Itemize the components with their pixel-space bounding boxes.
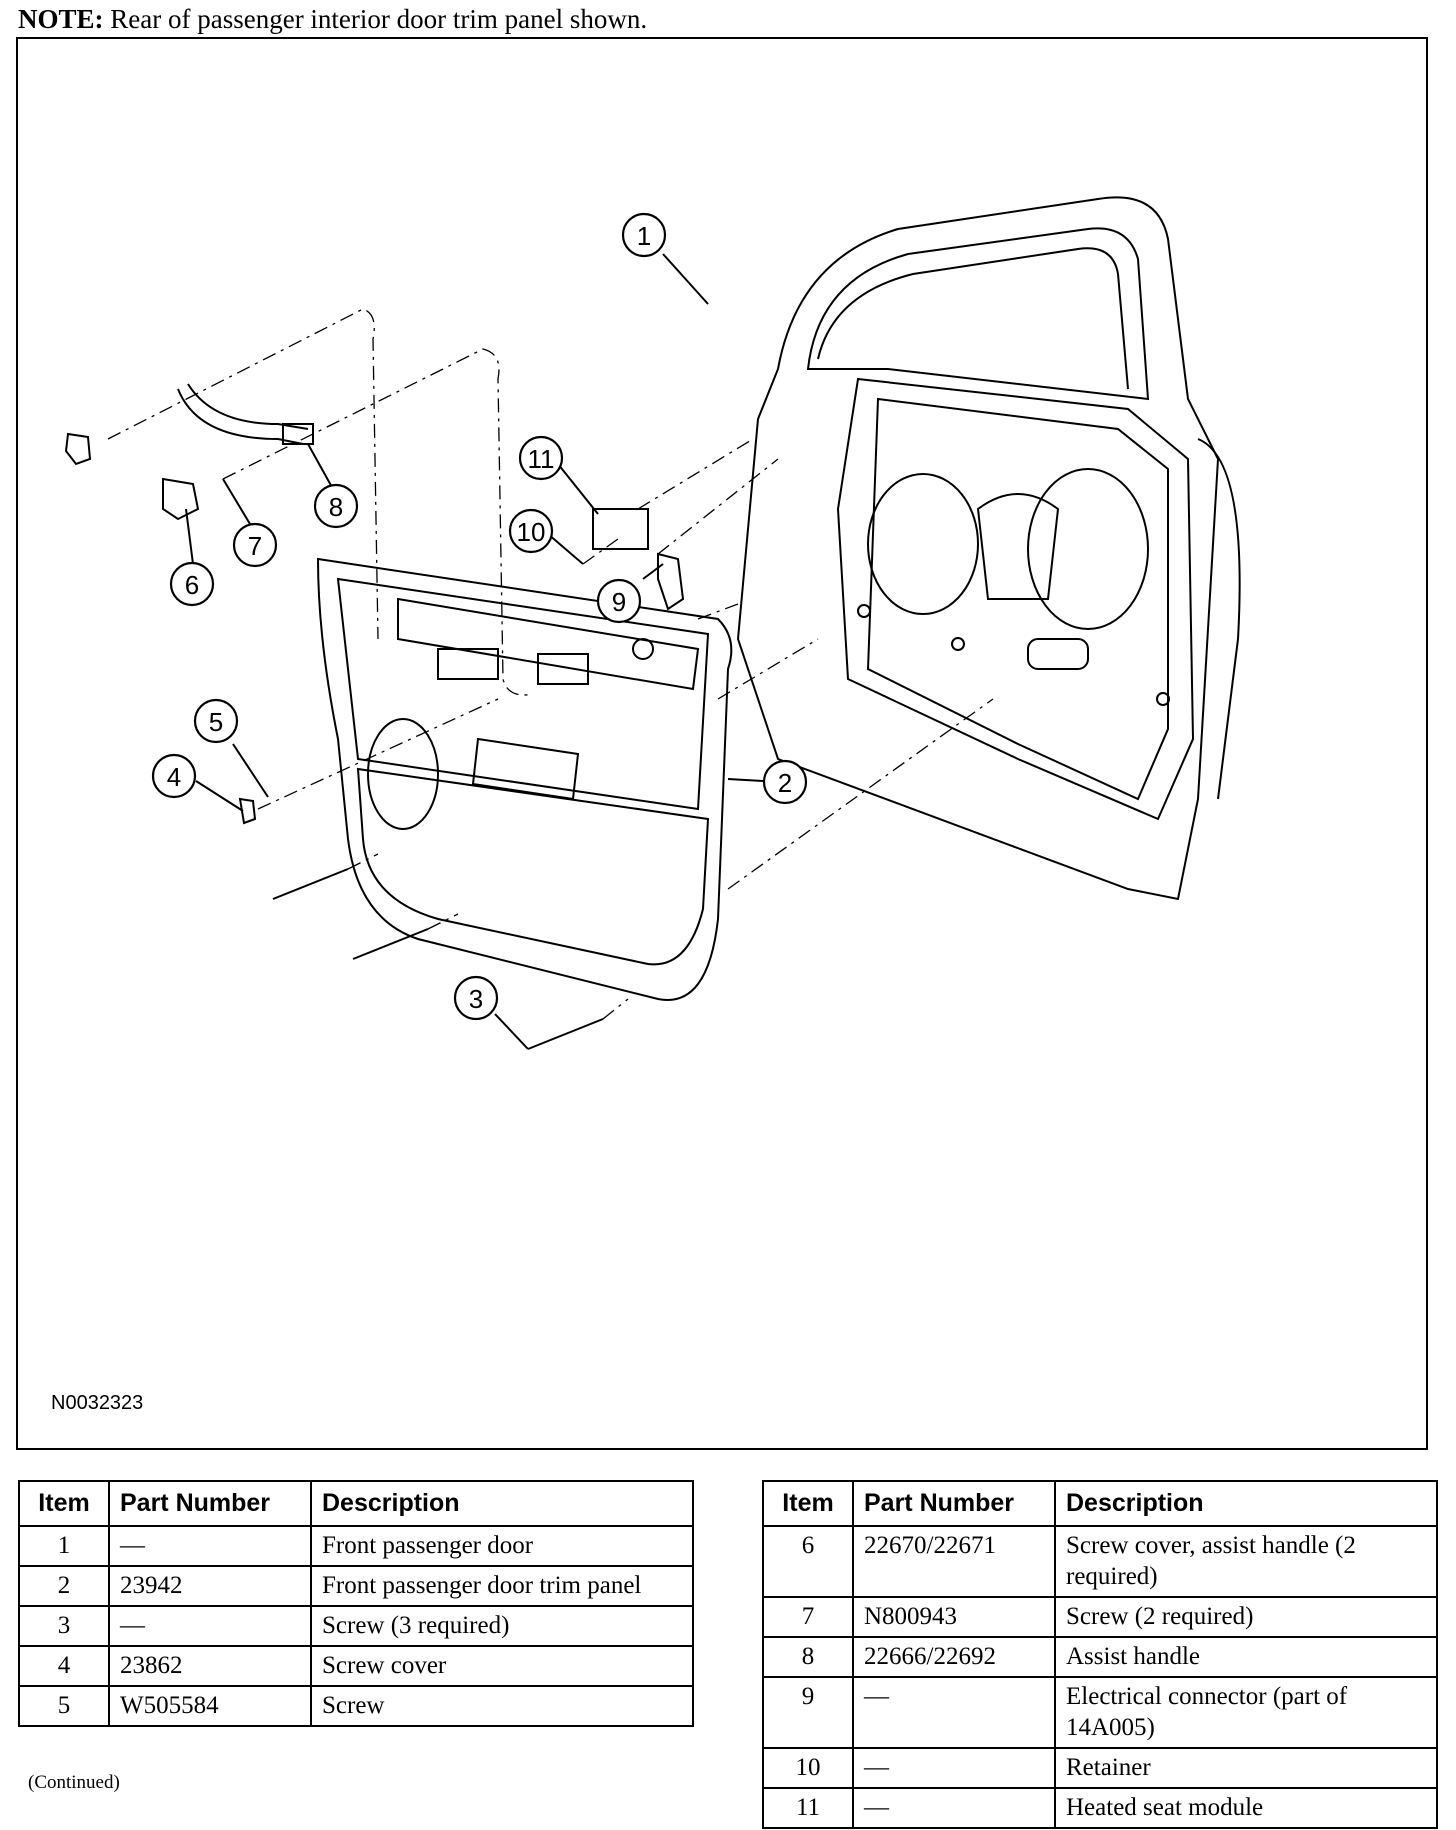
row-part-number: — [852,1747,1056,1789]
row-item: 10 [762,1747,854,1789]
row-part-number: — [108,1605,312,1647]
row-description: Screw cover, assist handle (2 required) [1054,1525,1438,1598]
svg-text:1: 1 [637,221,651,251]
assist-handle-drawing [177,383,314,445]
door-trim-panel-drawing [316,557,733,1001]
svg-text:10: 10 [517,517,546,547]
callout-7: 7 [232,522,278,568]
table-row: 10—Retainer [762,1747,1438,1789]
row-description: Front passenger door trim panel [310,1565,694,1607]
row-description: Assist handle [1054,1636,1438,1678]
row-description: Screw [310,1685,694,1727]
callout-8: 8 [313,483,359,529]
note-body: Rear of passenger interior door trim pan… [103,4,648,34]
row-part-number: 22666/22692 [852,1636,1056,1678]
header-item: Item [18,1480,110,1527]
row-part-number: 23862 [108,1645,312,1687]
row-item: 5 [18,1685,110,1727]
row-item: 8 [762,1636,854,1678]
row-description: Retainer [1054,1747,1438,1789]
row-item: 11 [762,1787,854,1829]
diagram-drawing: 1 2 3 4 5 6 7 8 9 10 11 [64,196,1241,1050]
row-part-number: — [108,1525,312,1567]
svg-text:5: 5 [209,707,223,737]
header-description: Description [310,1480,694,1527]
svg-text:4: 4 [167,762,181,792]
row-description: Heated seat module [1054,1787,1438,1829]
callout-11: 11 [518,435,564,481]
callout-10: 10 [508,508,554,554]
svg-text:3: 3 [469,984,483,1014]
callout-4: 4 [151,753,197,799]
row-description: Screw (2 required) [1054,1596,1438,1638]
note-label: NOTE: [18,4,104,34]
row-part-number: — [852,1787,1056,1829]
row-item: 6 [762,1525,854,1598]
row-part-number: W505584 [108,1685,312,1727]
svg-text:7: 7 [248,531,262,561]
callout-9: 9 [596,578,642,624]
row-item: 1 [18,1525,110,1567]
note-text: NOTE: Rear of passenger interior door tr… [18,0,647,38]
row-description: Front passenger door [310,1525,694,1567]
table-row: 1—Front passenger door [18,1525,694,1567]
row-description: Electrical connector (part of 14A005) [1054,1676,1438,1749]
row-part-number: — [852,1676,1056,1749]
callout-3: 3 [453,975,499,1021]
header-description: Description [1054,1480,1438,1527]
table-row: 3—Screw (3 required) [18,1605,694,1647]
row-description: Screw (3 required) [310,1605,694,1647]
front-passenger-door-drawing [736,196,1241,901]
row-part-number: 23942 [108,1565,312,1607]
row-item: 7 [762,1596,854,1638]
header-part-number: Part Number [852,1480,1056,1527]
figure-id: N0032323 [51,1392,144,1414]
parts-table-left: Item Part Number Description 1—Front pas… [18,1480,694,1727]
row-item: 9 [762,1676,854,1749]
row-item: 2 [18,1565,110,1607]
callout-5: 5 [193,698,239,744]
table-header-row: Item Part Number Description [18,1480,694,1527]
svg-text:2: 2 [778,768,792,798]
svg-text:6: 6 [185,570,199,600]
callout-6: 6 [169,561,215,607]
svg-text:8: 8 [329,492,343,522]
row-part-number: 22670/22671 [852,1525,1056,1598]
table-header-row: Item Part Number Description [762,1480,1438,1527]
row-part-number: N800943 [852,1596,1056,1638]
callout-2: 2 [762,759,808,805]
svg-text:11: 11 [528,444,555,474]
callout-1: 1 [621,212,667,258]
table-row: 9—Electrical connector (part of 14A005) [762,1676,1438,1749]
row-item: 4 [18,1645,110,1687]
exploded-diagram: 1 2 3 4 5 6 7 8 9 10 11 N0032323 [16,37,1428,1450]
continued-note: (Continued) [28,1772,120,1793]
table-row: 11—Heated seat module [762,1787,1438,1829]
row-item: 3 [18,1605,110,1647]
header-part-number: Part Number [108,1480,312,1527]
row-description: Screw cover [310,1645,694,1687]
svg-text:9: 9 [612,587,626,617]
header-item: Item [762,1480,854,1527]
